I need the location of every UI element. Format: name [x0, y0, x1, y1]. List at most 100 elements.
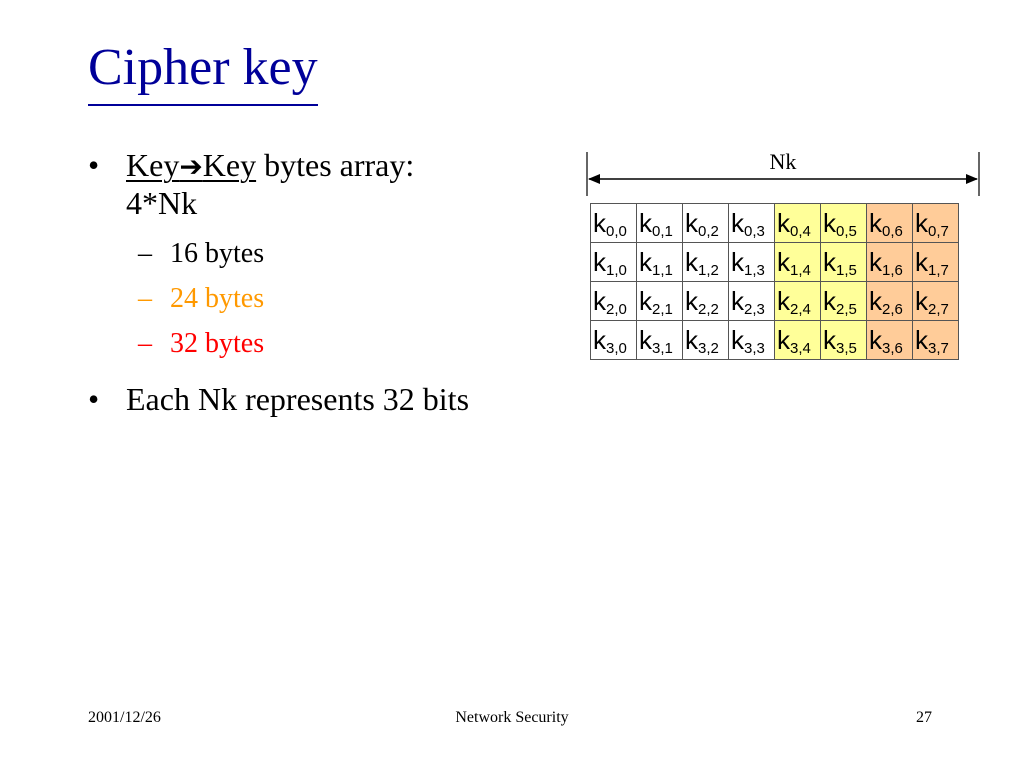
- key-cell-symbol: k: [685, 208, 698, 238]
- bullet-key-array: • Key➔Key bytes array: 4*Nk: [88, 146, 528, 226]
- key-cell-index: 1,1: [652, 262, 673, 279]
- key-cell: k0,3: [728, 203, 775, 243]
- right-arrow-icon: ➔: [179, 150, 203, 183]
- key-cell-index: 0,3: [744, 223, 765, 240]
- key-cell-symbol: k: [915, 286, 928, 316]
- key-cell: k2,7: [912, 281, 959, 321]
- key-cell-index: 3,5: [836, 340, 857, 357]
- key-cell: k1,5: [820, 242, 867, 282]
- key-cell: k0,2: [682, 203, 729, 243]
- key-cell: k2,1: [636, 281, 683, 321]
- key-cell: k1,4: [774, 242, 821, 282]
- key-cell-symbol: k: [731, 208, 744, 238]
- key-cell: k0,6: [866, 203, 913, 243]
- dash-icon: –: [138, 328, 152, 359]
- bullet-text: Each Nk represents 32 bits: [126, 381, 470, 417]
- key-cell: k1,6: [866, 242, 913, 282]
- key-cell-symbol: k: [915, 208, 928, 238]
- key-cell-symbol: k: [593, 208, 606, 238]
- key-right: Key: [202, 147, 257, 183]
- key-cell-index: 2,0: [606, 301, 627, 318]
- key-cell-index: 0,0: [606, 223, 627, 240]
- key-cell-index: 2,7: [928, 301, 949, 318]
- double-arrow-icon: [586, 152, 980, 196]
- key-cell-symbol: k: [639, 286, 652, 316]
- key-cell-symbol: k: [593, 325, 606, 355]
- key-cell: k0,1: [636, 203, 683, 243]
- key-cell-symbol: k: [869, 325, 882, 355]
- key-cell: k2,3: [728, 281, 775, 321]
- key-cell: k3,4: [774, 320, 821, 360]
- key-cell: k1,7: [912, 242, 959, 282]
- key-cell-symbol: k: [869, 208, 882, 238]
- key-cell-symbol: k: [777, 208, 790, 238]
- key-cell-symbol: k: [823, 325, 836, 355]
- key-cell: k3,7: [912, 320, 959, 360]
- footer-title: Network Security: [455, 709, 569, 726]
- key-cell-symbol: k: [731, 286, 744, 316]
- key-cell: k0,5: [820, 203, 867, 243]
- key-cell-index: 2,3: [744, 301, 765, 318]
- key-cell-index: 0,4: [790, 223, 811, 240]
- key-cell-index: 0,5: [836, 223, 857, 240]
- bullet-nk-bits: • Each Nk represents 32 bits: [88, 380, 568, 420]
- key-cell-symbol: k: [593, 247, 606, 277]
- key-cell-symbol: k: [915, 247, 928, 277]
- key-cell-index: 0,2: [698, 223, 719, 240]
- key-cell: k1,2: [682, 242, 729, 282]
- key-cell-symbol: k: [593, 286, 606, 316]
- key-cell-symbol: k: [685, 247, 698, 277]
- key-cell-symbol: k: [639, 247, 652, 277]
- key-cell: k0,0: [590, 203, 637, 243]
- key-cell-index: 3,7: [928, 340, 949, 357]
- key-cell-symbol: k: [869, 247, 882, 277]
- key-cell-index: 0,7: [928, 223, 949, 240]
- nk-label: Nk: [769, 149, 797, 174]
- key-cell-index: 2,6: [882, 301, 903, 318]
- bytes-array-text: bytes array:: [256, 147, 415, 183]
- key-cell: k2,5: [820, 281, 867, 321]
- key-cell: k3,3: [728, 320, 775, 360]
- key-cell-symbol: k: [639, 208, 652, 238]
- page-number: 27: [916, 709, 932, 726]
- key-cell: k1,0: [590, 242, 637, 282]
- footer-date: 2001/12/26: [88, 709, 161, 726]
- key-cell-symbol: k: [823, 208, 836, 238]
- key-cell-symbol: k: [685, 325, 698, 355]
- key-cell-index: 1,0: [606, 262, 627, 279]
- key-cell-index: 2,2: [698, 301, 719, 318]
- subitem-text: 16 bytes: [170, 238, 265, 269]
- slide-title: Cipher key: [88, 32, 318, 106]
- key-cell-index: 3,0: [606, 340, 627, 357]
- key-cell: k2,0: [590, 281, 637, 321]
- key-to-key-link[interactable]: Key➔Key: [126, 147, 256, 183]
- key-cell-index: 3,3: [744, 340, 765, 357]
- dash-icon: –: [138, 283, 152, 314]
- key-cell: k3,1: [636, 320, 683, 360]
- bullet-text: Key➔Key bytes array:: [126, 146, 414, 186]
- key-cell: k3,2: [682, 320, 729, 360]
- bullet-dot: •: [88, 147, 100, 183]
- key-cell-symbol: k: [731, 325, 744, 355]
- key-cell-index: 2,1: [652, 301, 673, 318]
- key-cell-index: 3,1: [652, 340, 673, 357]
- nk-dimension: Nk: [584, 150, 982, 198]
- key-cell-symbol: k: [915, 325, 928, 355]
- dash-icon: –: [138, 238, 152, 269]
- key-cell: k0,7: [912, 203, 959, 243]
- key-cell-index: 1,2: [698, 262, 719, 279]
- key-cell-index: 3,2: [698, 340, 719, 357]
- subitem-text: 24 bytes: [170, 283, 265, 314]
- key-cell: k2,4: [774, 281, 821, 321]
- key-cell: k0,4: [774, 203, 821, 243]
- bullet-dot: •: [88, 381, 100, 417]
- key-cell-symbol: k: [823, 247, 836, 277]
- key-cell: k1,1: [636, 242, 683, 282]
- key-left: Key: [126, 147, 180, 183]
- key-cell-symbol: k: [777, 286, 790, 316]
